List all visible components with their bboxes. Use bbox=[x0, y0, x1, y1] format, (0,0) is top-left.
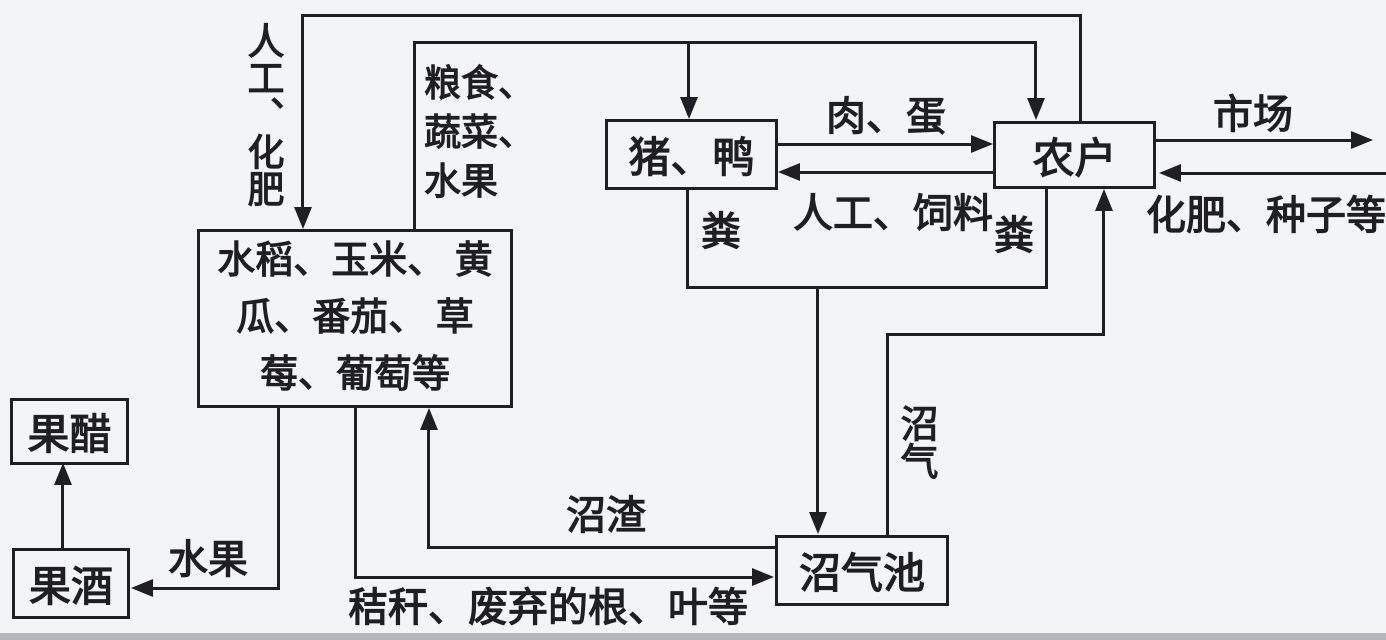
node-fruit-wine: 果酒 bbox=[12, 548, 130, 619]
edge-manure-pigs-line bbox=[686, 190, 689, 289]
edge-manure-farmer-label: 粪 bbox=[994, 213, 1034, 258]
edge-manure-farmer-line bbox=[1045, 189, 1048, 289]
node-farmer: 农户 bbox=[993, 121, 1156, 189]
edge-manure-to-biogas-line bbox=[816, 286, 819, 514]
edge-biogas-residue-label: 沼渣 bbox=[566, 493, 646, 538]
edge-meat-eggs-label: 肉、蛋 bbox=[826, 94, 946, 139]
node-pigs-ducks: 猪、鸭 bbox=[605, 119, 778, 190]
node-crops-label: 水稻、玉米、 黄瓜、番茄、 草莓、葡萄等 bbox=[217, 240, 493, 396]
node-crops: 水稻、玉米、 黄瓜、番茄、 草莓、葡萄等 bbox=[197, 229, 513, 408]
edge-fruit-line bbox=[150, 587, 280, 590]
edge-labor-fertilizer-label: 人工、化肥 bbox=[241, 22, 282, 207]
edge-straw-label: 秸秆、废弃的根、叶等 bbox=[348, 585, 748, 630]
node-biogas-digester-label: 沼气池 bbox=[798, 552, 925, 598]
edge-fruit-label: 水果 bbox=[168, 537, 248, 582]
edge-biogas-arrowhead bbox=[1095, 189, 1113, 211]
bottom-edge-strip bbox=[0, 633, 1386, 640]
edge-manure-pigs-label: 粪 bbox=[701, 209, 741, 254]
edge-fertilizer-seeds-arrowhead bbox=[1159, 164, 1181, 182]
edge-fertilizer-seeds-label: 化肥、种子等 bbox=[1146, 193, 1386, 238]
edge-wine-to-vinegar-line bbox=[61, 484, 64, 548]
edge-fertilizer-seeds-line bbox=[1178, 172, 1386, 175]
edge-labor-feed-line bbox=[797, 171, 993, 174]
edge-grain-veg-fruit-line bbox=[687, 41, 690, 99]
edge-straw-line bbox=[354, 407, 357, 579]
edge-straw-arrowhead bbox=[752, 568, 774, 586]
edge-labor-fertilizer-line bbox=[301, 14, 304, 209]
edge-fruit-line bbox=[277, 407, 280, 590]
edge-labor-fertilizer-line bbox=[1079, 14, 1082, 121]
edge-grain-veg-fruit-line bbox=[413, 41, 1037, 44]
edge-grain-veg-fruit-line bbox=[1034, 41, 1037, 99]
edge-market-label: 市场 bbox=[1213, 92, 1293, 137]
edge-market-arrowhead bbox=[1351, 131, 1373, 149]
edge-biogas-line bbox=[886, 333, 1105, 336]
node-pigs-ducks-label: 猪、鸭 bbox=[628, 136, 755, 182]
node-biogas-digester: 沼气池 bbox=[775, 535, 949, 606]
node-fruit-wine-label: 果酒 bbox=[28, 565, 113, 611]
edge-labor-feed-label: 人工、饲料 bbox=[793, 191, 993, 236]
edge-straw-line bbox=[354, 576, 754, 579]
edge-labor-fertilizer-line bbox=[301, 14, 1082, 17]
edge-labor-fertilizer-arrowhead bbox=[294, 207, 312, 229]
edge-grain-veg-fruit-arrowhead-farmer bbox=[1027, 98, 1045, 120]
edge-biogas-label: 沼气 bbox=[894, 404, 936, 480]
edge-biogas-residue-line bbox=[427, 546, 775, 549]
node-fruit-vinegar-label: 果醋 bbox=[27, 413, 112, 459]
edge-wine-to-vinegar-arrowhead bbox=[54, 463, 72, 485]
node-fruit-vinegar: 果醋 bbox=[10, 398, 129, 465]
edge-grain-veg-fruit-label: 粮食、 蔬菜、 水果 bbox=[424, 64, 535, 204]
node-farmer-label: 农户 bbox=[1032, 136, 1117, 183]
edge-grain-veg-fruit-line bbox=[413, 41, 416, 229]
edge-grain-veg-fruit-arrowhead-pigs bbox=[680, 97, 698, 119]
edge-biogas-line bbox=[886, 333, 889, 535]
edge-meat-eggs-line bbox=[778, 143, 974, 146]
edge-manure-arrowhead bbox=[809, 512, 827, 534]
edge-biogas-residue-line bbox=[427, 427, 430, 549]
edge-fruit-arrowhead bbox=[131, 579, 153, 597]
edge-manure-shared-line bbox=[686, 286, 1048, 289]
edge-meat-eggs-arrowhead bbox=[971, 135, 993, 153]
edge-market-line bbox=[1156, 139, 1353, 142]
edge-biogas-residue-arrowhead bbox=[420, 408, 438, 430]
edge-labor-feed-arrowhead bbox=[778, 163, 800, 181]
edge-biogas-line bbox=[1102, 208, 1105, 336]
